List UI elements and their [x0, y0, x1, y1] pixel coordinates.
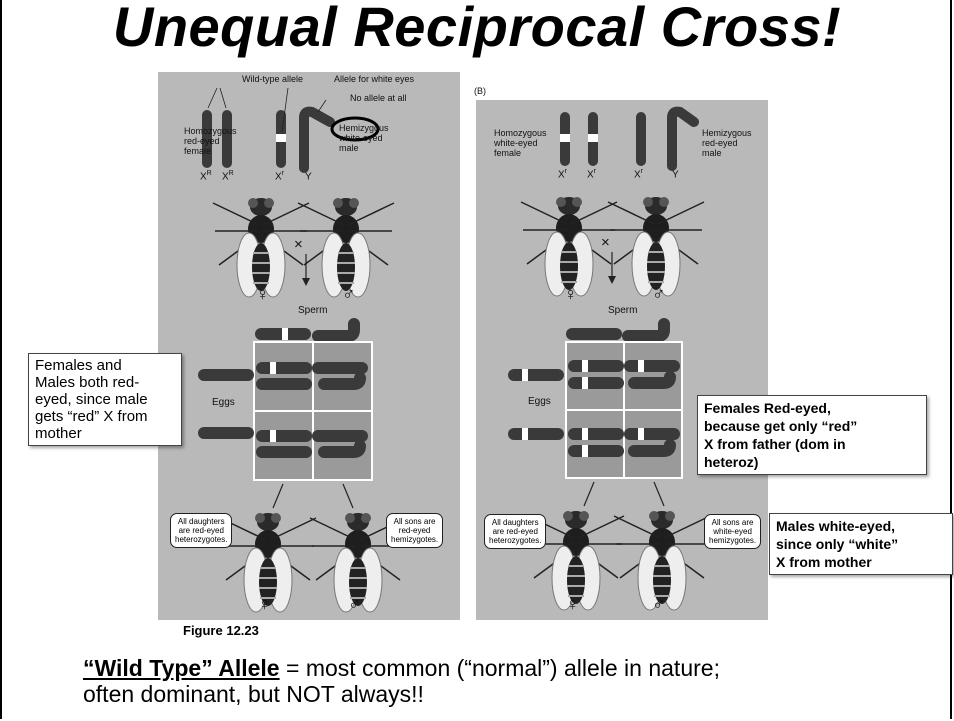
daughter-female-symbol-b: ♀	[566, 594, 580, 615]
chrom-label-2: XR	[222, 170, 234, 182]
chrom-label-b-4: Y	[672, 168, 679, 180]
wild-type-allele-label: Wild-type allele	[242, 74, 303, 84]
female-symbol-b: ♀	[564, 284, 578, 305]
sperm-label: Sperm	[298, 305, 327, 316]
son-male-symbol: ♂	[348, 594, 362, 615]
callout-right-top: Females Red-eyed, because get only “red”…	[697, 395, 927, 475]
male-symbol-b: ♂	[652, 284, 666, 305]
male-parent-label-b: Hemizygous red-eyed male	[702, 128, 752, 158]
daughter-female-symbol: ♀	[258, 594, 272, 615]
chrom-label-b-1: Xr	[558, 168, 567, 180]
female-parent-label: Homozygous red-eyed female	[184, 126, 237, 156]
caption: “Wild Type” Allele = most common (“norma…	[83, 655, 720, 707]
caption-term: “Wild Type” Allele	[83, 655, 280, 681]
chromosome-y-b	[672, 112, 694, 166]
caption-definition: = most common (“normal”) allele in natur…	[280, 655, 720, 681]
panel-b-letter: (B)	[474, 86, 486, 96]
chrom-label-3: Xr	[275, 170, 284, 182]
chromosome-y	[304, 112, 330, 168]
white-allele-label: Allele for white eyes	[334, 74, 414, 84]
male-symbol: ♂	[342, 284, 356, 305]
daughters-bubble-b: All daughters are red-eyed heterozygotes…	[484, 514, 546, 549]
chrom-label-b-3: Xr	[634, 168, 643, 180]
chrom-label-b-2: Xr	[587, 168, 596, 180]
cross-symbol-b: ×	[601, 234, 610, 251]
eggs-label: Eggs	[212, 397, 235, 408]
fly-male-parent	[298, 198, 394, 297]
callout-right-bottom: Males white-eyed, since only “white” X f…	[769, 513, 953, 575]
sons-bubble: All sons are red-eyed hemizygotes.	[386, 513, 443, 548]
figure-label: Figure 12.23	[183, 623, 259, 638]
chromosome-x-r	[636, 112, 646, 166]
female-symbol: ♀	[256, 284, 270, 305]
cross-symbol: ×	[294, 236, 303, 253]
caption-line-2: often dominant, but NOT always!!	[83, 681, 424, 707]
fly-male-parent-b	[608, 197, 704, 296]
eggs-label-b: Eggs	[528, 396, 551, 407]
female-parent-label-b: Homozygous white-eyed female	[494, 128, 547, 158]
sons-bubble-b: All sons are white-eyed hemizygotes.	[704, 514, 761, 549]
son-male-symbol-b: ♂	[652, 594, 666, 615]
male-parent-label: Hemizygous white-eyed male	[339, 123, 389, 153]
no-allele-label: No allele at all	[350, 93, 407, 103]
slide-title: Unequal Reciprocal Cross!	[0, 0, 954, 59]
daughters-bubble: All daughters are red-eyed heterozygotes…	[170, 513, 232, 548]
panel-a: Wild-type allele Allele for white eyes N…	[158, 72, 460, 620]
panel-b: Homozygous white-eyed female Hemizygous …	[476, 100, 768, 620]
chrom-label-4: Y	[305, 170, 312, 182]
callout-left: Females and Males both red- eyed, since …	[28, 353, 182, 446]
sperm-label-b: Sperm	[608, 305, 637, 316]
chrom-label-1: XR	[200, 170, 212, 182]
